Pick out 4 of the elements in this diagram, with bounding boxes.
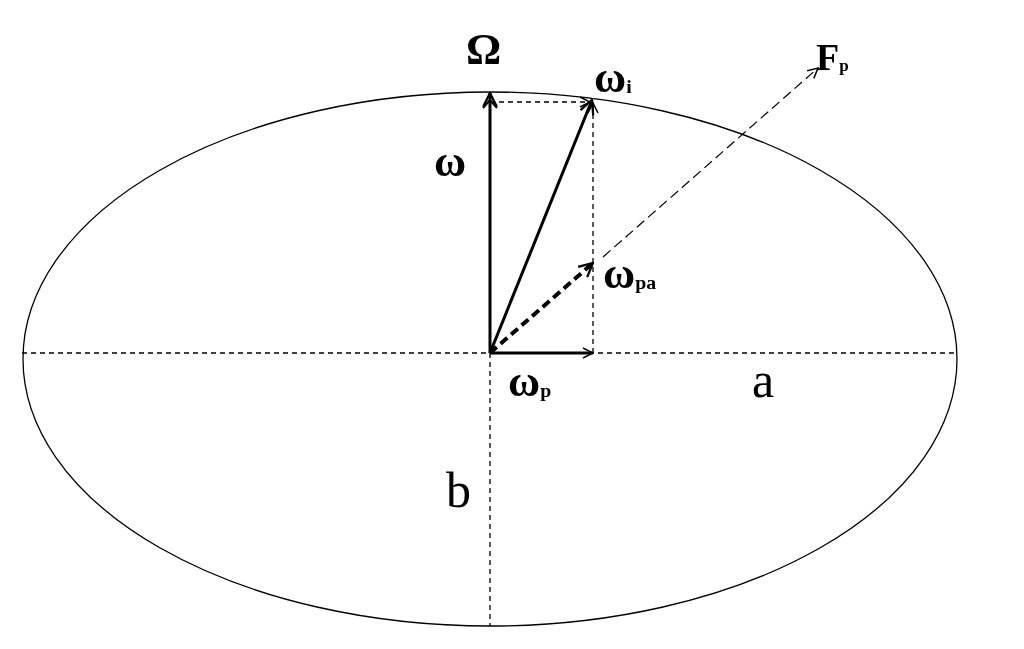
omega-label: ω bbox=[434, 140, 467, 184]
axis-label: b bbox=[446, 465, 471, 515]
omega-label: Ω bbox=[466, 28, 502, 72]
axis-label: a bbox=[752, 355, 775, 405]
